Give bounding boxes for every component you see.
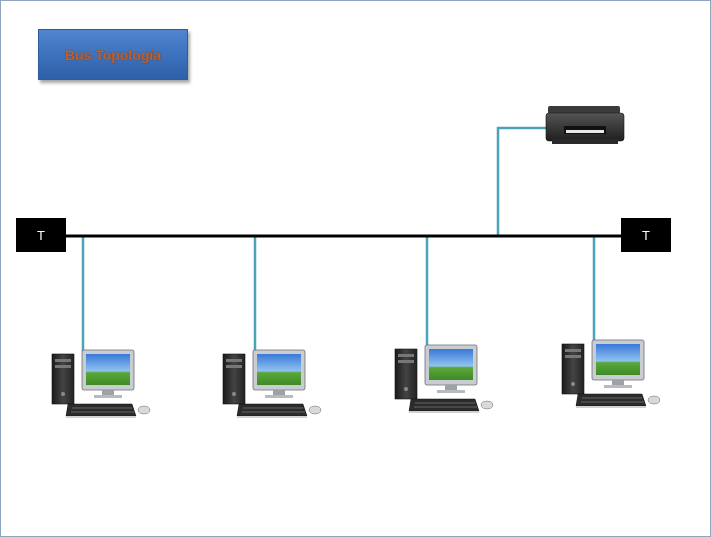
computer-icon-3 — [395, 345, 493, 413]
computer-icon-4 — [562, 340, 660, 408]
terminator-right: T — [621, 218, 671, 252]
printer-cable — [498, 128, 548, 236]
terminator-left: T — [16, 218, 66, 252]
printer-icon — [546, 106, 624, 144]
computer-icon-1 — [52, 350, 150, 418]
terminator-right-label: T — [642, 228, 650, 243]
terminator-left-label: T — [37, 228, 45, 243]
computer-icon-2 — [223, 350, 321, 418]
